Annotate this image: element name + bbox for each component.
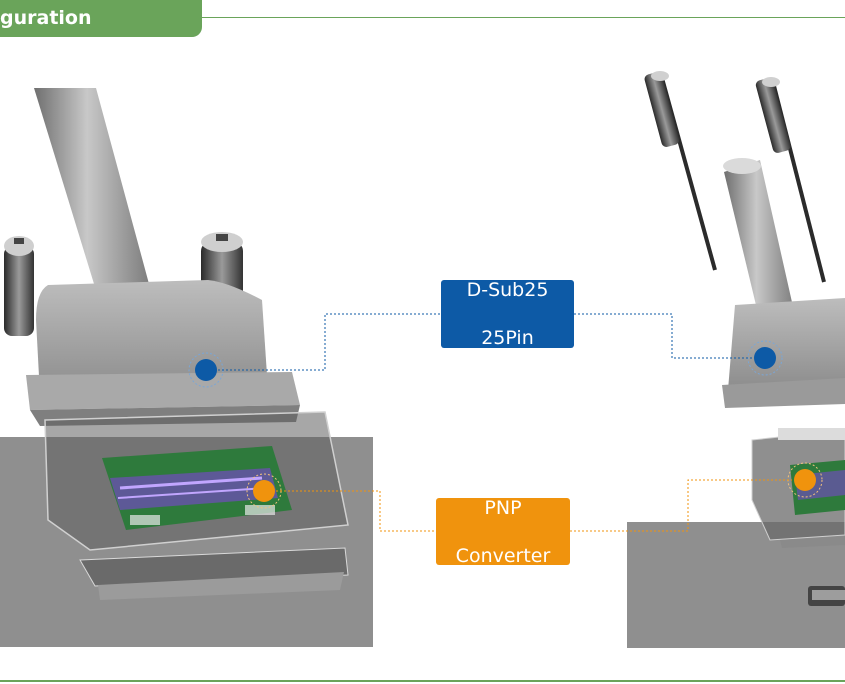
- section-divider-top: [202, 17, 845, 18]
- pnp-converter-label-line1: PNP: [484, 496, 522, 519]
- right-jackscrew-right: [755, 77, 826, 283]
- section-title: guration: [0, 7, 92, 29]
- left-connector-assembly: [0, 88, 373, 647]
- right-dsub-marker: [754, 347, 776, 369]
- dsub25-label-line2: 25Pin: [481, 327, 534, 349]
- pnp-converter-label: PNP Converter: [436, 496, 570, 567]
- dsub25-label: D-Sub25 25Pin: [441, 279, 574, 349]
- dsub-leader-left: [218, 313, 441, 371]
- pnp-converter-label-line2: Converter: [455, 544, 551, 567]
- section-title-tab: guration: [0, 0, 202, 37]
- section-divider-bottom: [0, 680, 845, 682]
- pnp-leader-left: [276, 490, 436, 532]
- right-connector-assembly: [627, 71, 845, 648]
- dsub-leader-right: [574, 313, 752, 359]
- right-cable: [724, 160, 796, 330]
- right-hood: [728, 298, 845, 390]
- pnp-leader-right: [570, 479, 792, 532]
- left-pnp-marker: [253, 480, 275, 502]
- right-jackscrew-left: [644, 71, 717, 271]
- right-pnp-marker: [794, 469, 816, 491]
- left-cable: [34, 88, 152, 310]
- dsub25-label-line1: D-Sub25: [466, 279, 549, 301]
- left-thumbscrew-left: [4, 236, 34, 336]
- left-dsub-marker: [195, 359, 217, 381]
